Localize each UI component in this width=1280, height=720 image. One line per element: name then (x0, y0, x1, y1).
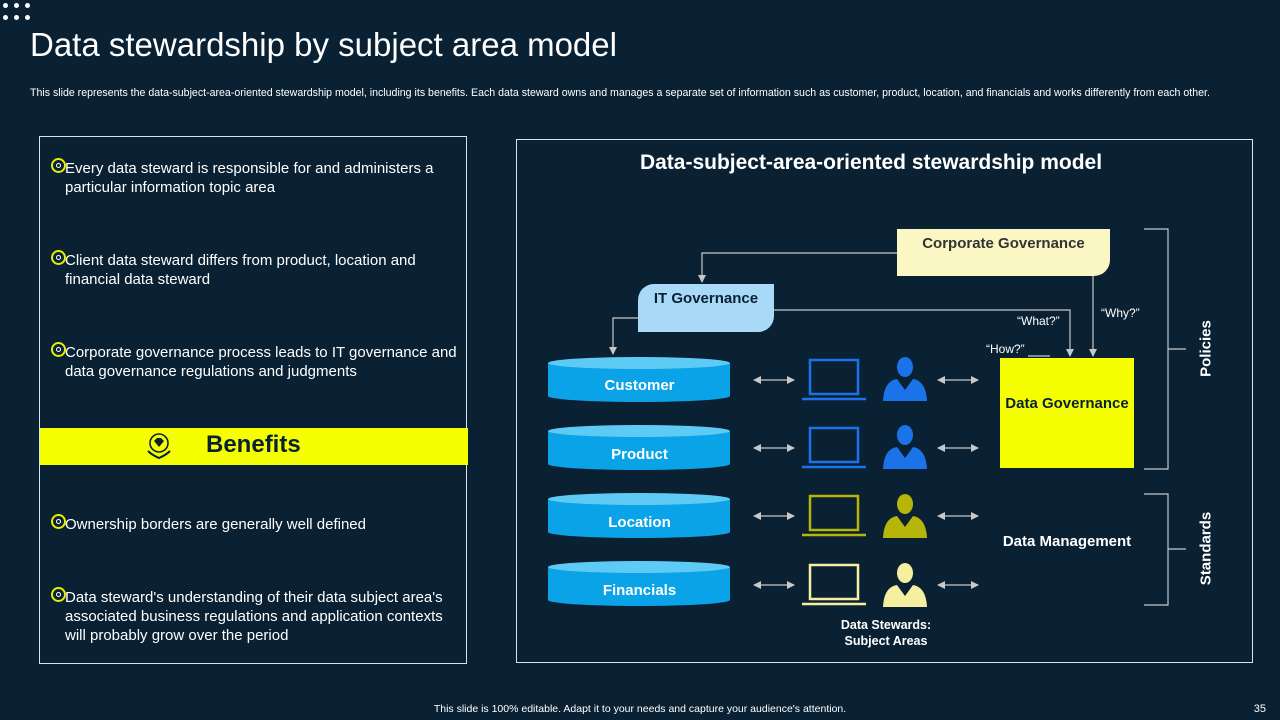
database-cylinder-icon (548, 561, 730, 606)
slide-subtitle: This slide represents the data-subject-a… (30, 87, 1210, 99)
data-governance-box: Data Governance (1000, 358, 1134, 468)
bullet-circle-icon (51, 158, 66, 173)
model-title: Data-subject-area-oriented stewardship m… (639, 151, 1103, 174)
database-cylinder-icon (548, 425, 730, 470)
bullet-item: Every data steward is responsible for an… (51, 158, 465, 197)
data-steward-icon (883, 494, 927, 538)
subject-area-financials: Financials (602, 582, 677, 599)
policies-bracket (1144, 228, 1186, 470)
bullet-circle-icon (51, 587, 66, 602)
bullet-text: Client data steward differs from product… (65, 252, 416, 288)
bullet-circle-icon (51, 250, 66, 265)
subject-area-location: Location (608, 514, 671, 531)
stewards-caption: Data Stewards: Subject Areas (826, 617, 946, 649)
question-how: “How?” (986, 342, 1025, 356)
data-steward-icon (883, 425, 927, 469)
data-steward-icon (883, 357, 927, 401)
question-why: “Why?” (1101, 306, 1140, 320)
data-management-label: Data Management (1002, 533, 1132, 550)
bullet-text: Corporate governance process leads to IT… (65, 344, 457, 380)
bullet-text: Data steward's understanding of their da… (65, 589, 443, 644)
bullet-text: Ownership borders are generally well def… (65, 516, 366, 533)
corporate-governance-box: Corporate Governance (897, 229, 1110, 276)
model-panel (516, 139, 1253, 663)
stewards-caption-line1: Data Stewards: (840, 618, 932, 632)
laptop-icon (802, 426, 866, 469)
standards-bracket (1144, 493, 1186, 606)
slide-title: Data stewardship by subject area model (30, 26, 617, 63)
decorative-dots (0, 0, 40, 24)
data-steward-icon (883, 563, 927, 607)
row-arrows (753, 376, 979, 589)
diamond-hands-icon (147, 433, 171, 460)
subject-area-customer: Customer (604, 377, 675, 394)
subject-area-product: Product (611, 446, 668, 463)
it-governance-box: IT Governance (638, 284, 774, 332)
benefits-label: Benefits (206, 431, 301, 458)
bullet-item: Data steward's understanding of their da… (51, 587, 465, 645)
benefits-header: Benefits (40, 428, 468, 465)
policies-label: Policies (1197, 320, 1215, 377)
bullet-circle-icon (51, 514, 66, 529)
bullet-text: Every data steward is responsible for an… (65, 160, 434, 196)
benefits-panel: Every data steward is responsible for an… (39, 136, 468, 664)
database-cylinder-icon (548, 493, 730, 538)
footer-note: This slide is 100% editable. Adapt it to… (433, 703, 847, 715)
bullet-item: Corporate governance process leads to IT… (51, 342, 465, 381)
question-what: “What?” (1017, 314, 1060, 328)
laptop-icon (802, 563, 866, 606)
standards-label: Standards (1197, 511, 1215, 586)
laptop-icon (802, 358, 866, 401)
laptop-icon (802, 494, 866, 537)
bullet-item: Client data steward differs from product… (51, 250, 465, 289)
database-cylinder-icon (548, 357, 730, 402)
page-number: 35 (1253, 703, 1266, 715)
stewards-caption-line2: Subject Areas (844, 634, 928, 648)
bullet-item: Ownership borders are generally well def… (51, 514, 465, 534)
bullet-circle-icon (51, 342, 66, 357)
